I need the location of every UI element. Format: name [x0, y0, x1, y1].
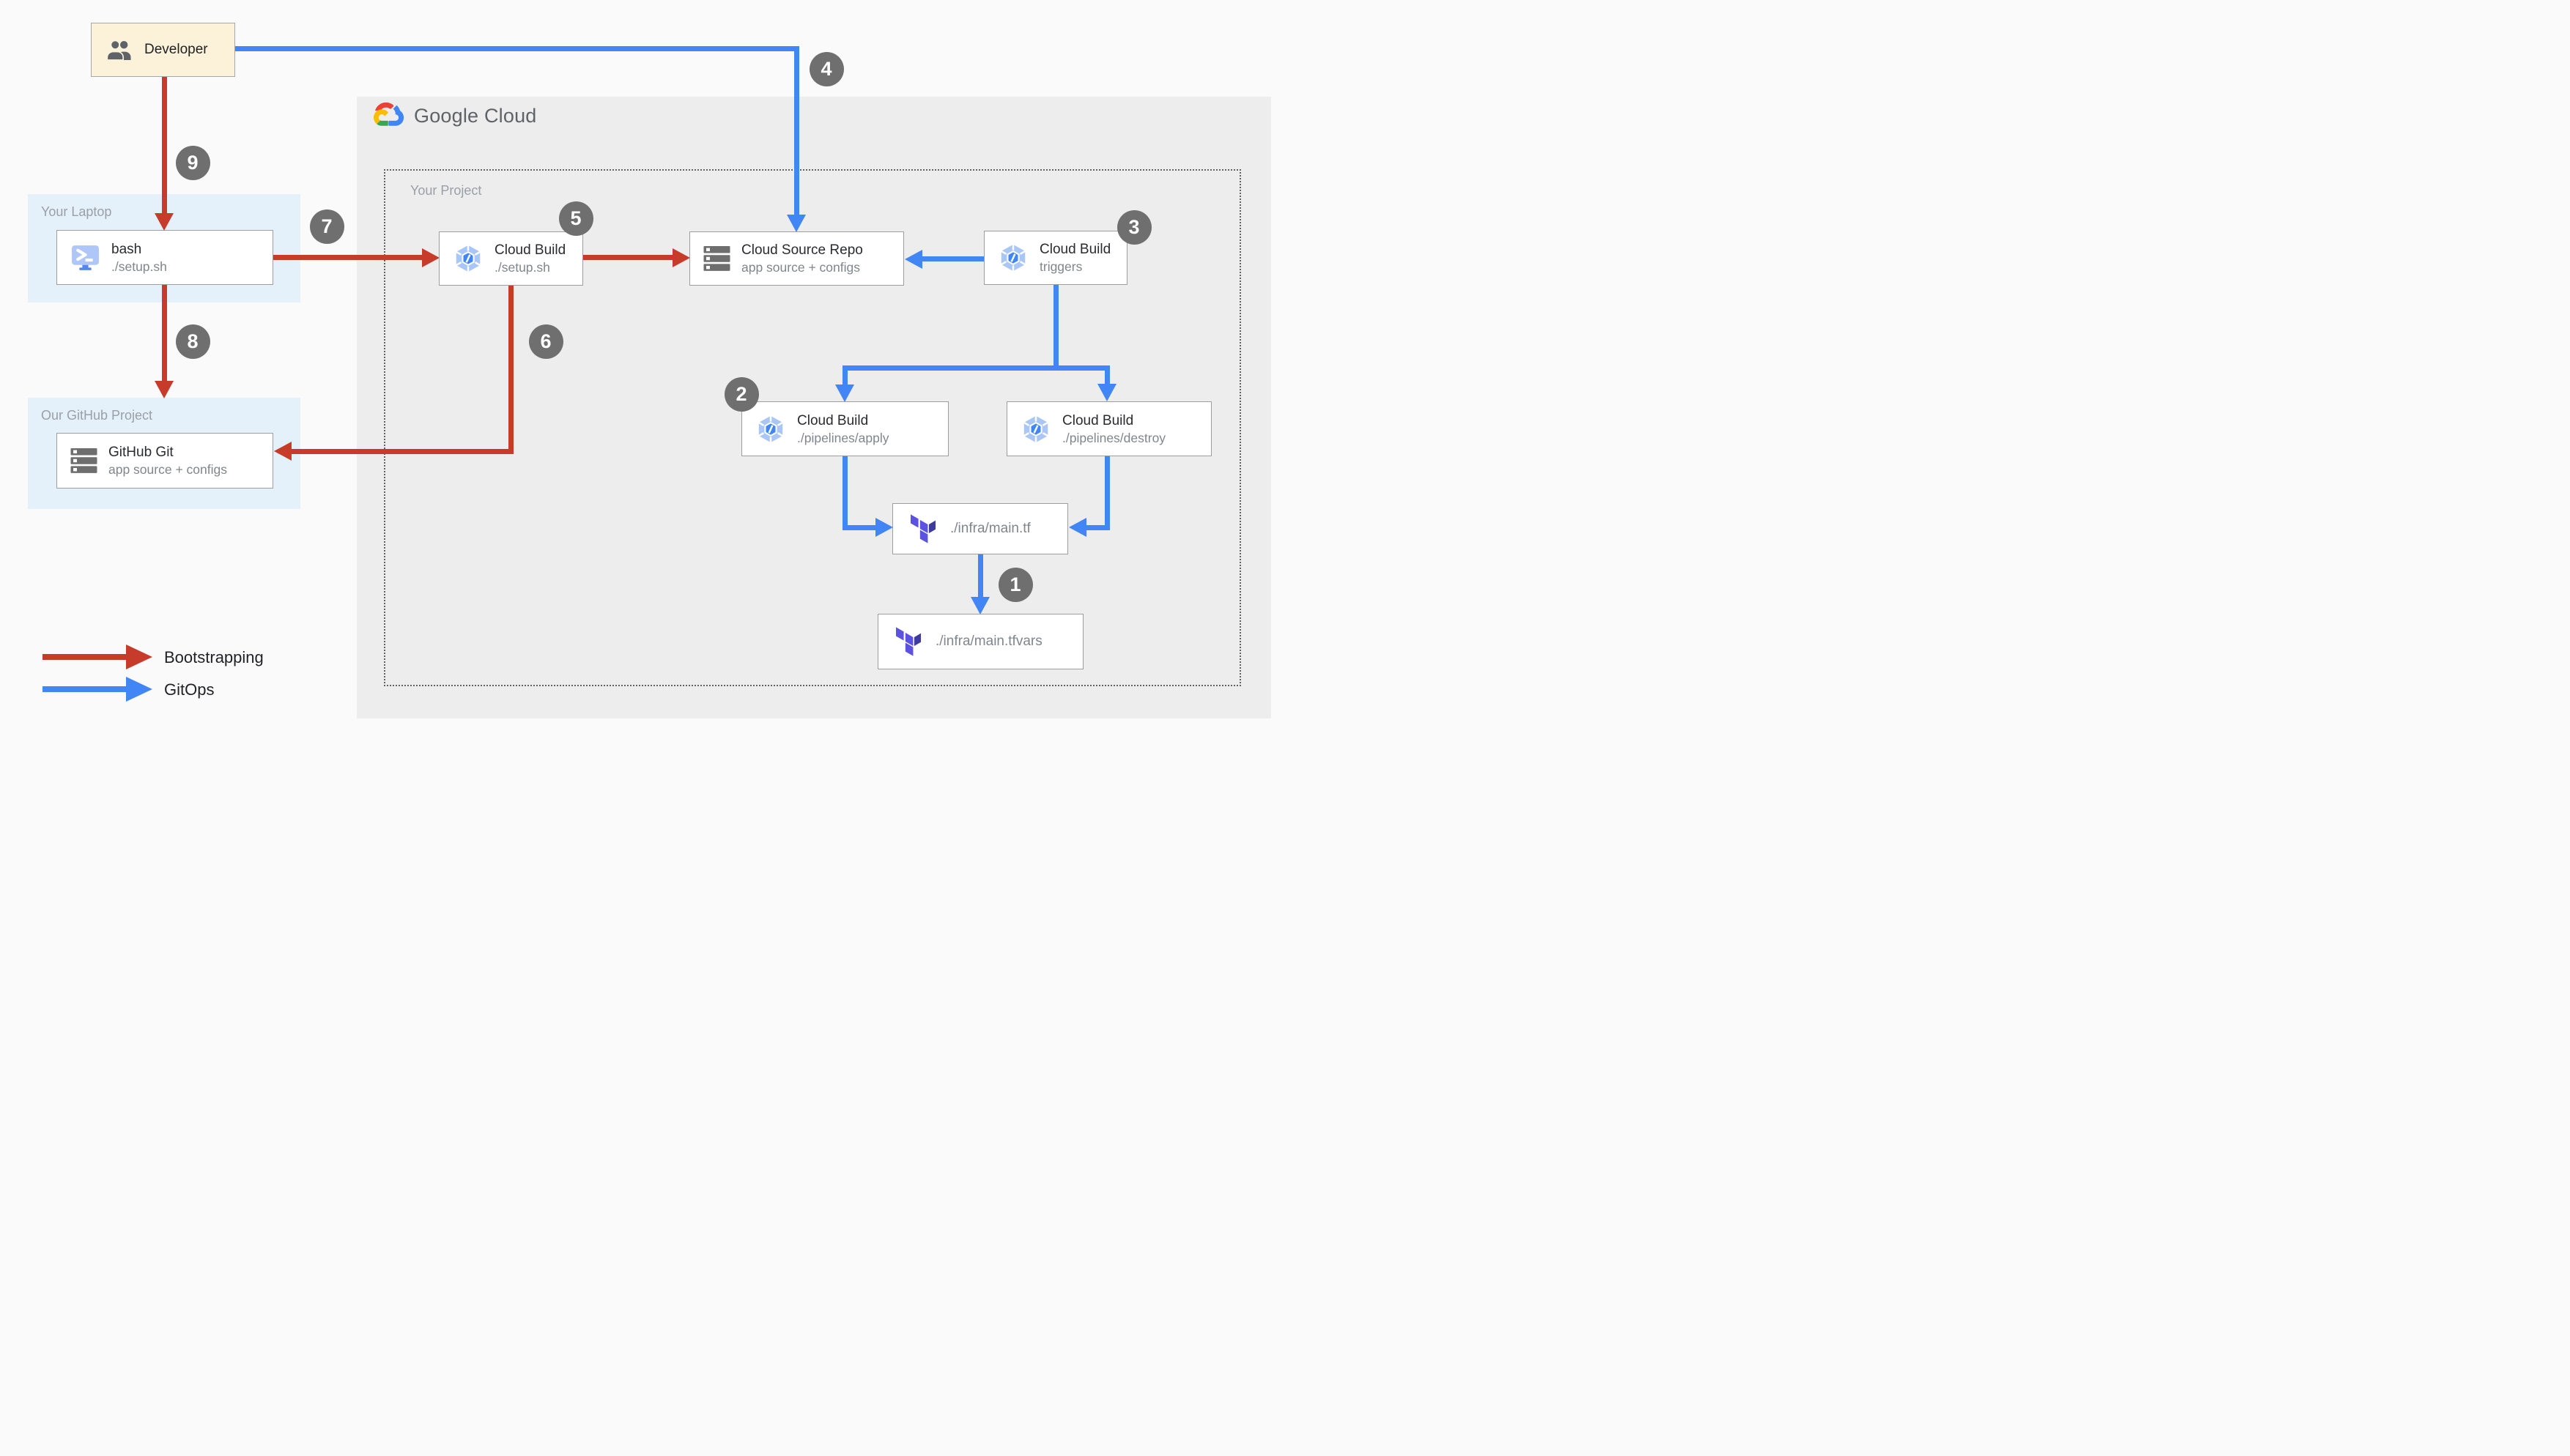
step-badge-1: 1 — [998, 567, 1033, 602]
legend-bootstrapping-arrow — [42, 654, 126, 660]
your-project-boundary — [384, 169, 1241, 686]
legend-gitops-arrowhead — [126, 677, 152, 702]
cloud-build-icon — [456, 245, 481, 272]
repository-icon — [703, 246, 730, 271]
github-git-subtitle: app source + configs — [108, 462, 227, 477]
google-cloud-icon — [374, 103, 404, 126]
arrow-branch-to-apply-line — [842, 370, 848, 385]
legend-gitops-arrow — [42, 686, 126, 692]
step-badge-6: 6 — [528, 324, 563, 359]
arrow-bash-to-github-head — [155, 381, 174, 398]
arrow-triggers-branch-vline — [1053, 285, 1059, 371]
arrow-bash-to-cloudbuild-line — [273, 255, 422, 260]
github-git-node: GitHub Git app source + configs — [56, 433, 273, 489]
repository-icon — [70, 448, 97, 473]
arrow-branch-to-apply-head — [835, 385, 854, 402]
arrow-triggers-to-csr-head — [905, 249, 922, 269]
arrow-bash-to-cloudbuild-head — [422, 248, 440, 267]
cloud-build-destroy-node: Cloud Build ./pipelines/destroy — [1007, 401, 1212, 456]
terraform-main-label: ./infra/main.tf — [950, 521, 1031, 536]
cloud-source-repo-title: Cloud Source Repo — [741, 242, 863, 258]
terraform-main-node: ./infra/main.tf — [892, 503, 1068, 554]
github-project-label: Our GitHub Project — [41, 408, 153, 423]
arrow-dev-to-bash-head — [155, 213, 174, 231]
cloud-build-setup-title: Cloud Build — [495, 242, 566, 258]
arrow-cloudbuild-to-csr-line — [583, 255, 673, 260]
step-badge-3: 3 — [1116, 209, 1152, 245]
terraform-icon — [911, 514, 936, 543]
cloud-build-icon — [758, 415, 783, 442]
cloud-build-setup-subtitle: ./setup.sh — [495, 260, 550, 275]
arrow-apply-to-maintf-head — [875, 518, 893, 537]
arrow-cloudbuild-to-githubgit-head — [274, 442, 292, 461]
arrow-destroy-to-maintf-hline — [1086, 524, 1110, 530]
terraform-icon — [896, 627, 921, 656]
arrow-bash-to-github-line — [161, 285, 167, 381]
arrow-triggers-branch-hline — [842, 365, 1110, 371]
cloud-source-repo-subtitle: app source + configs — [741, 260, 860, 275]
your-laptop-label: Your Laptop — [41, 204, 112, 219]
arrow-branch-to-destroy-line — [1104, 370, 1110, 384]
cloud-build-apply-subtitle: ./pipelines/apply — [797, 430, 889, 445]
arrow-dev-to-csr-hline — [235, 46, 799, 51]
github-git-title: GitHub Git — [108, 445, 174, 460]
cloud-build-triggers-subtitle: triggers — [1040, 259, 1083, 274]
cloud-build-icon — [1001, 244, 1026, 272]
arrow-apply-to-maintf-hline — [845, 524, 875, 530]
cloud-build-apply-title: Cloud Build — [797, 412, 869, 428]
cloud-build-icon — [1023, 415, 1048, 442]
cloud-build-triggers-node: Cloud Build triggers — [984, 231, 1127, 285]
arrow-apply-to-maintf-vline — [842, 456, 848, 530]
step-badge-8: 8 — [175, 324, 210, 359]
developer-node: Developer — [91, 23, 235, 77]
legend-bootstrapping-arrowhead — [126, 645, 152, 669]
arrow-cloudbuild-to-csr-head — [673, 248, 690, 267]
cloud-build-destroy-title: Cloud Build — [1062, 412, 1134, 428]
developer-label: Developer — [144, 42, 208, 57]
arrow-dev-to-bash-line — [161, 77, 167, 214]
your-project-label: Your Project — [410, 183, 482, 198]
arrow-branch-to-destroy-head — [1097, 384, 1116, 401]
arrow-destroy-to-maintf-head — [1069, 518, 1086, 537]
cloud-build-apply-node: Cloud Build ./pipelines/apply — [741, 401, 949, 456]
arrow-triggers-to-csr-line — [922, 256, 984, 261]
arrow-cloudbuild-to-githubgit-vline — [508, 286, 514, 454]
step-badge-4: 4 — [809, 51, 844, 86]
step-badge-7: 7 — [309, 209, 344, 244]
arrow-dev-to-csr-head — [787, 215, 806, 232]
step-badge-9: 9 — [175, 145, 210, 180]
legend-bootstrapping-label: Bootstrapping — [164, 648, 264, 666]
people-icon — [106, 40, 131, 60]
bash-terminal-icon — [72, 245, 99, 270]
arrow-maintf-to-tfvars-head — [971, 597, 990, 614]
terraform-tfvars-node: ./infra/main.tfvars — [878, 614, 1084, 669]
arrow-maintf-to-tfvars-line — [977, 554, 983, 597]
bash-title: bash — [111, 241, 142, 257]
legend-gitops-label: GitOps — [164, 680, 215, 699]
bash-subtitle: ./setup.sh — [111, 259, 167, 274]
cloud-build-triggers-title: Cloud Build — [1040, 242, 1111, 257]
google-cloud-wordmark: Google Cloud — [414, 104, 537, 127]
step-badge-2: 2 — [724, 376, 759, 412]
bash-node: bash ./setup.sh — [56, 230, 273, 285]
cloud-build-destroy-subtitle: ./pipelines/destroy — [1062, 430, 1166, 445]
arrow-cloudbuild-to-githubgit-hline — [292, 448, 514, 454]
step-badge-5: 5 — [558, 201, 593, 236]
terraform-tfvars-label: ./infra/main.tfvars — [936, 634, 1043, 649]
arrow-destroy-to-maintf-vline — [1104, 456, 1110, 530]
arrow-dev-to-csr-vline — [793, 46, 799, 215]
google-cloud-brand: Google Cloud — [374, 103, 537, 129]
cloud-build-setup-node: Cloud Build ./setup.sh — [439, 231, 583, 286]
cloud-source-repo-node: Cloud Source Repo app source + configs — [689, 231, 904, 286]
